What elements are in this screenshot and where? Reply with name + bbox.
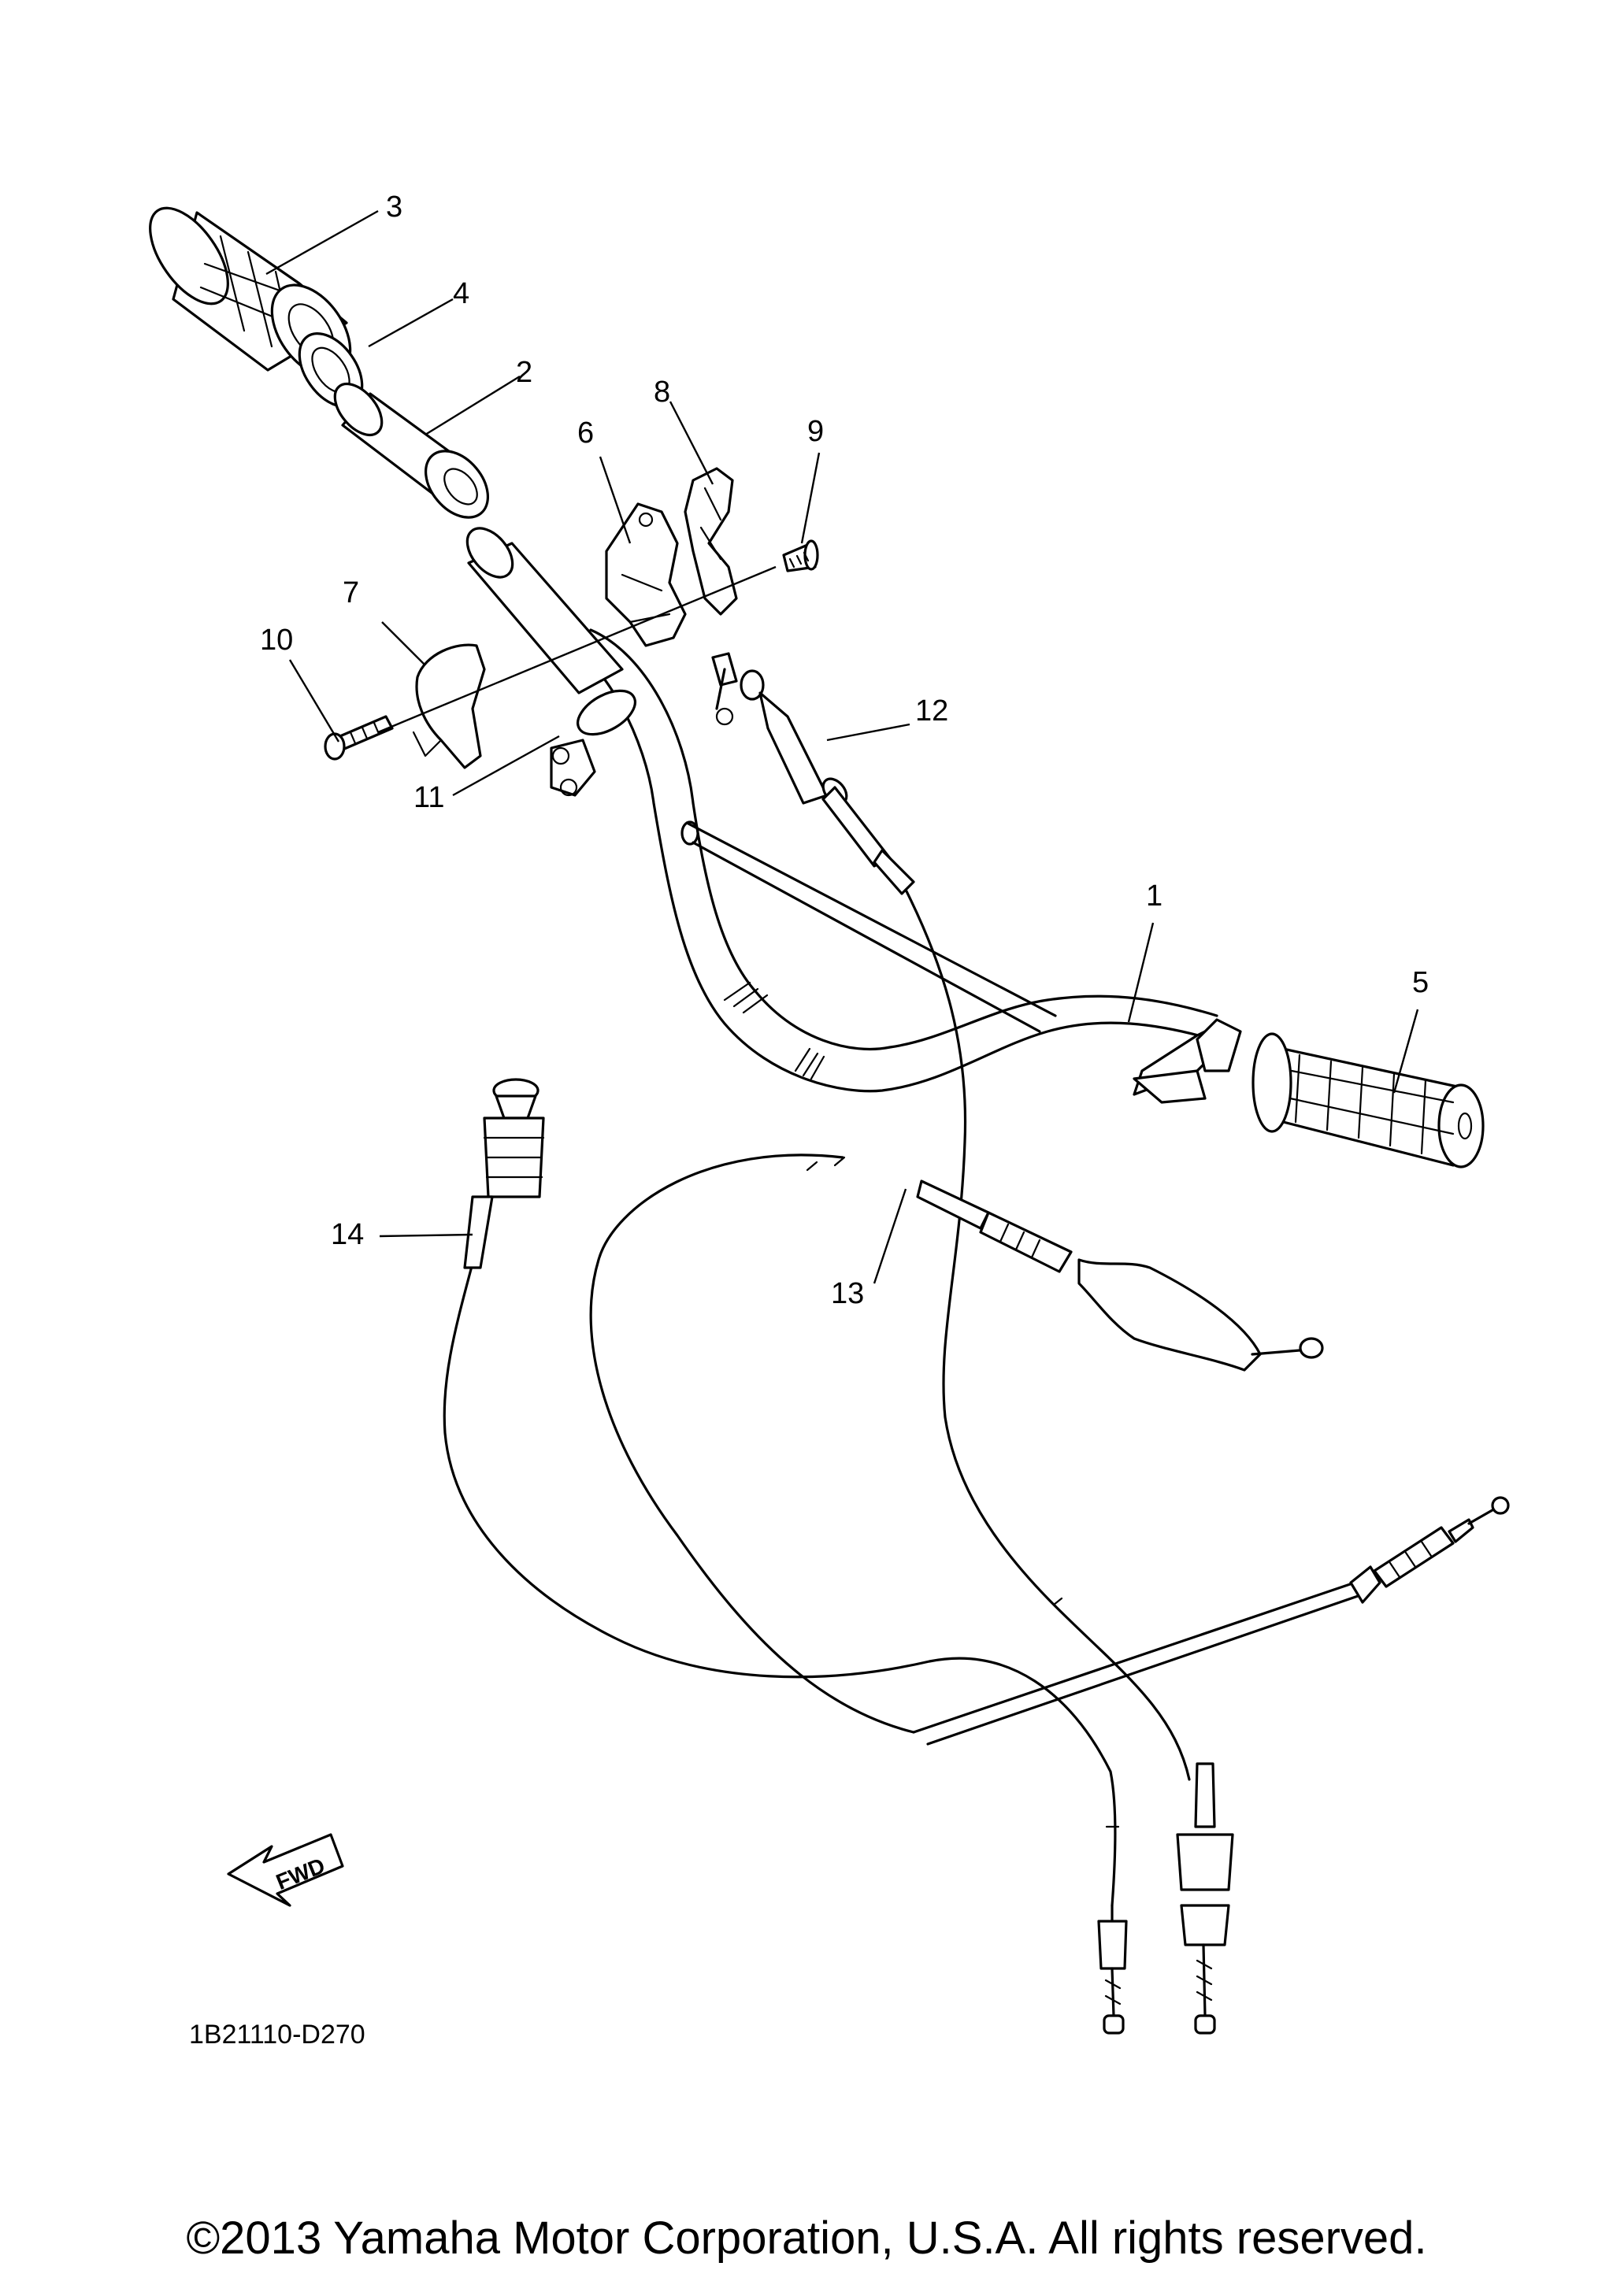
- callouts: 3 4 2 6 8 9 7 10 11 12 1 5 13 14: [260, 191, 1429, 1310]
- throttle-cable: [711, 652, 1191, 1781]
- callout-7: 7: [343, 576, 359, 609]
- right-grip: [1251, 1032, 1485, 1168]
- bar-clamp: [550, 689, 636, 797]
- callout-14: 14: [331, 1218, 364, 1251]
- callout-13: 13: [831, 1277, 864, 1310]
- clutch-lever-holder: [1133, 1018, 1242, 1104]
- callout-12: 12: [915, 694, 948, 728]
- bar-end-tube: [465, 527, 624, 694]
- callout-2: 2: [516, 356, 532, 389]
- starter-cable: [443, 1078, 1234, 2035]
- throttle-housing-upper: [605, 502, 687, 647]
- screw-10: [324, 715, 394, 761]
- callout-3: 3: [386, 191, 402, 224]
- callout-8: 8: [654, 376, 670, 409]
- callout-1: 1: [1146, 880, 1162, 913]
- copyright-notice: ©2013 Yamaha Motor Corporation, U.S.A. A…: [186, 2213, 1427, 2264]
- handlebar: [558, 628, 1218, 1093]
- throttle-cable-end: [1097, 1904, 1128, 2035]
- screw-9: [782, 539, 819, 572]
- diagram-code: 1B21110-D270: [189, 2020, 365, 2050]
- callout-11: 11: [413, 781, 444, 814]
- callout-10: 10: [260, 624, 293, 657]
- throttle-housing-lower: [412, 643, 486, 769]
- assembly-axis: [377, 565, 777, 734]
- fwd-arrow-icon: FWD: [227, 1833, 344, 1907]
- clutch-cable: [589, 1154, 1510, 1746]
- cable-guide: [684, 467, 738, 616]
- leader-lines: [265, 209, 1419, 1284]
- callout-5: 5: [1412, 966, 1429, 999]
- callout-4: 4: [453, 277, 469, 310]
- throttle-sleeve: [333, 383, 490, 519]
- callout-6: 6: [577, 417, 594, 450]
- callout-9: 9: [807, 415, 824, 448]
